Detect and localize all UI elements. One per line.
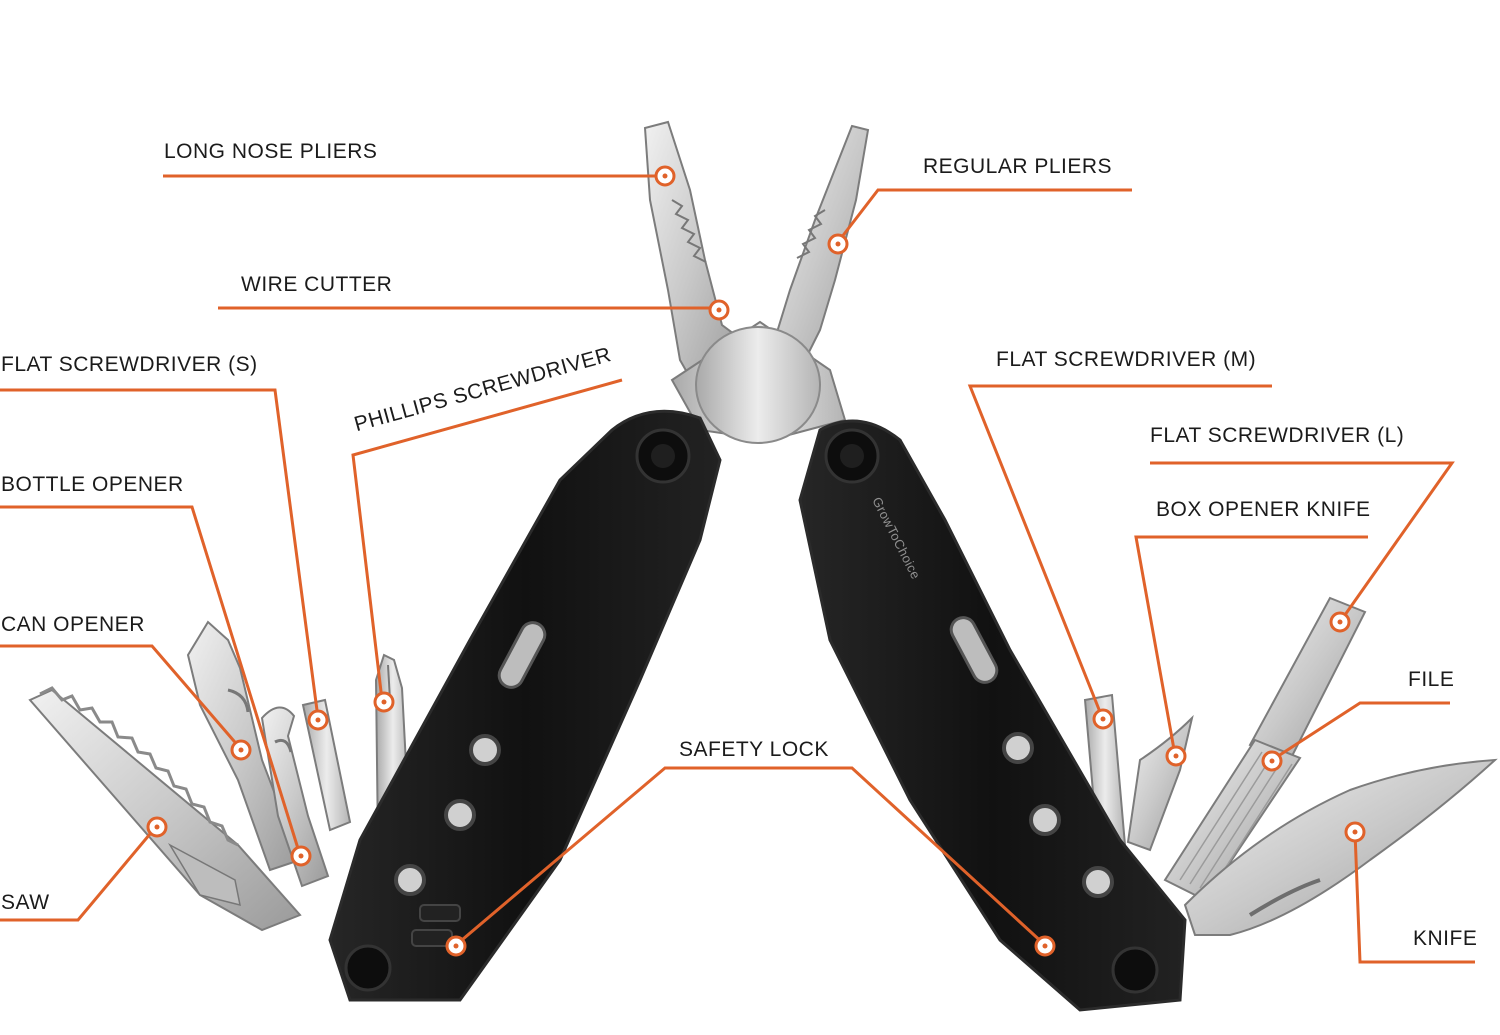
label-flat-screwdriver-m: FLAT SCREWDRIVER (M) [996,348,1257,371]
label-regular-pliers: REGULAR PLIERS [923,155,1113,178]
leader-box-opener-knife [1134,535,1368,756]
left-handle [328,409,722,1002]
knife-blade [1183,758,1498,936]
dot-knife [1344,821,1366,843]
label-flat-screwdriver-l: FLAT SCREWDRIVER (L) [1150,424,1405,447]
dot-regular-pliers [827,233,849,255]
pliers-head [643,120,870,444]
leader-flat-screwdriver-l [1150,461,1455,623]
dot-phillips-screwdriver [373,691,395,713]
leader-phillips-screwdriver [351,378,623,701]
label-safety-lock: SAFETY LOCK [679,738,829,761]
dot-safety-lock-left [445,935,467,957]
dot-flat-screwdriver-s [307,709,329,731]
leader-safety-lock [455,766,1047,947]
dot-wire-cutter [708,299,730,321]
flat-screwdriver-s-tool [301,698,352,832]
leader-saw [0,827,157,922]
leader-can-opener [0,644,242,749]
label-wire-cutter: WIRE CUTTER [241,273,393,296]
dot-saw [146,816,168,838]
label-can-opener: CAN OPENER [1,613,145,636]
callout-lines [0,174,1475,964]
leader-file [1271,701,1450,762]
label-box-opener-knife: BOX OPENER KNIFE [1156,498,1371,521]
dot-can-opener [230,739,252,761]
dot-safety-lock-right [1034,935,1056,957]
bottle-opener-tool [260,706,330,888]
leader-bottle-opener [0,505,302,856]
dot-flat-screwdriver-l [1329,611,1351,633]
leader-regular-pliers [836,188,1132,243]
label-flat-screwdriver-s: FLAT SCREWDRIVER (S) [1,353,258,376]
leader-flat-screwdriver-s [0,388,320,719]
leader-knife [1353,831,1475,964]
label-knife: KNIFE [1413,927,1478,950]
dot-bottle-opener [290,845,312,867]
dot-long-nose-pliers [654,165,676,187]
saw-blade [28,686,302,932]
dot-box-opener-knife [1165,745,1187,767]
callout-dots [146,165,1366,957]
dot-flat-screwdriver-m [1092,708,1114,730]
label-file: FILE [1408,668,1455,691]
dot-file [1261,750,1283,772]
leader-flat-screwdriver-m [967,384,1272,718]
label-long-nose-pliers: LONG NOSE PLIERS [164,140,378,163]
right-handle: GrowToChoice [798,419,1187,1012]
box-opener-knife-tool [1126,714,1194,852]
label-bottle-opener: BOTTLE OPENER [1,473,184,496]
label-saw: SAW [1,891,50,914]
